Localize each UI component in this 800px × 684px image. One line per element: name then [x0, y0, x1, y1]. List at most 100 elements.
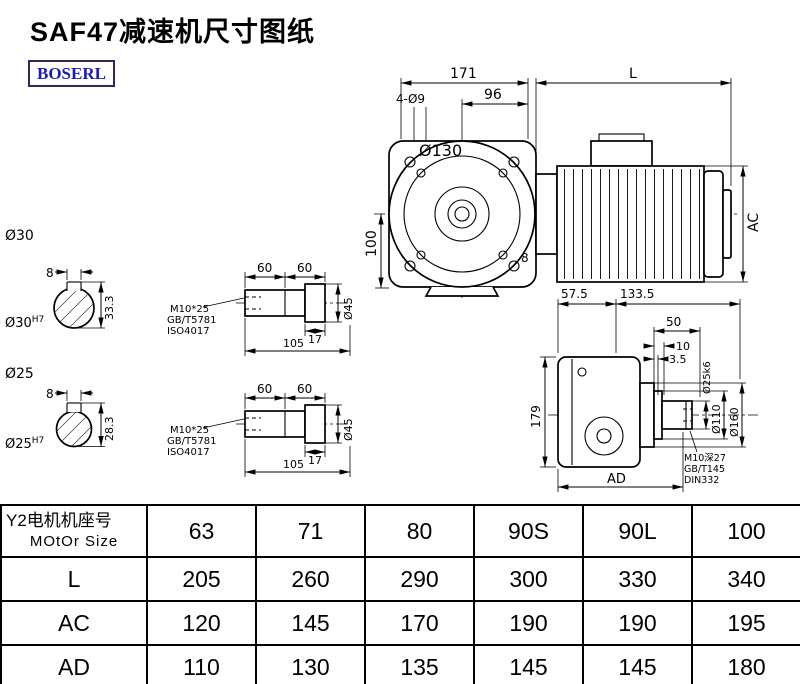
motor-size-cell: 100 — [691, 504, 800, 558]
flange-dia-label: Ø130 — [419, 141, 462, 160]
row-label: L — [0, 556, 148, 602]
table-cell: 190 — [582, 600, 693, 646]
dim-ac-label: AC — [746, 213, 762, 232]
shaft-a-17-label: 17 — [308, 333, 322, 346]
shaft-a-60l-label: 60 — [257, 261, 272, 275]
shaft-dia-label: Ø25k6 — [701, 361, 713, 394]
shaft-a-105-label: 105 — [283, 337, 304, 350]
row-label: AD — [0, 644, 148, 684]
table-cell: 145 — [473, 644, 584, 684]
table-cell: 290 — [364, 556, 475, 602]
shaft-detail-a: 60 60 17 105 Ø45 M10*25 GB/T5781 ISO4017 — [167, 261, 355, 356]
bore-a-keyh-label: 33.3 — [103, 296, 116, 321]
motor-end-cap — [703, 170, 724, 278]
table-cell: 135 — [364, 644, 475, 684]
bore-sections: Ø30 8 33.3 Ø30H7 Ø25 8 28.3 Ø25H7 — [5, 228, 116, 452]
dim-96-label: 96 — [484, 87, 502, 103]
motor-size-cell: 71 — [255, 504, 366, 558]
bore-a-fit-label: Ø30H7 — [5, 315, 44, 331]
side-note1: M10深27 — [684, 453, 726, 464]
holes-callout-label: 4-Ø9 — [396, 92, 425, 106]
flange-circle — [388, 140, 536, 288]
shaft-b-body — [244, 410, 306, 438]
table-row-l: L 205 260 290 300 330 340 — [0, 556, 800, 602]
bore-b-keyh-label: 28.3 — [103, 417, 116, 442]
shaft-b-note1: M10*25 — [170, 425, 209, 436]
side-note2: GB/T145 — [684, 464, 725, 475]
gearbox-foot — [424, 286, 500, 297]
motor-size-cell: 80 — [364, 504, 475, 558]
table-cell: 205 — [146, 556, 257, 602]
shaft-detail-b: 60 60 17 105 Ø45 M10*25 GB/T5781 ISO4017 — [167, 382, 355, 477]
table-row-ad: AD 110 130 135 145 145 180 — [0, 644, 800, 684]
dim-179-label: 179 — [529, 405, 543, 428]
dia-110-label: Ø110 — [710, 404, 723, 434]
bore-b-dia-label: Ø25 — [5, 366, 34, 382]
table-cell: 170 — [364, 600, 475, 646]
dim-8-label: 8 — [521, 251, 529, 265]
table-cell: 300 — [473, 556, 584, 602]
shaft-b-17-label: 17 — [308, 454, 322, 467]
table-cell: 145 — [582, 644, 693, 684]
header-label-en: MOtOr Size — [29, 533, 119, 550]
table-header-row: Y2电机机座号 MOtOr Size 63 71 80 90S 90L 100 — [0, 504, 800, 558]
terminal-box — [590, 140, 653, 167]
motor-size-cell: 90L — [582, 504, 693, 558]
dim-50-label: 50 — [666, 315, 681, 329]
dim-100-label: 100 — [364, 230, 380, 257]
motor-adapter — [535, 173, 558, 255]
table-header-label: Y2电机机座号 MOtOr Size — [0, 504, 148, 558]
shaft-b-60r-label: 60 — [297, 382, 312, 396]
dim-575-label: 57.5 — [561, 287, 588, 301]
shaft-a-60r-label: 60 — [297, 261, 312, 275]
shaft-a-body — [244, 289, 306, 317]
dim-35-label: 3.5 — [669, 353, 687, 366]
output-shaft — [661, 400, 693, 430]
table-cell: 110 — [146, 644, 257, 684]
dim-171-label: 171 — [450, 66, 477, 82]
shaft-b-flange — [304, 404, 326, 444]
gearbox-side-housing — [557, 356, 641, 468]
side-note3: DIN332 — [684, 475, 719, 486]
table-cell: 195 — [691, 600, 800, 646]
shaft-a-note2: GB/T5781 — [167, 315, 217, 326]
dia-160-label: Ø160 — [728, 407, 741, 437]
shaft-b-note3: ISO4017 — [167, 447, 210, 458]
side-view: 57.5 133.5 50 10 3.5 179 Ø25k6 Ø110 Ø160… — [529, 287, 758, 492]
table-cell: 130 — [255, 644, 366, 684]
dim-ad-label: AD — [607, 472, 626, 487]
table-cell: 330 — [582, 556, 693, 602]
table-cell: 145 — [255, 600, 366, 646]
bore-a-dia-label: Ø30 — [5, 228, 34, 244]
bore-b-keyw-label: 8 — [46, 387, 54, 401]
table-cell: 190 — [473, 600, 584, 646]
shaft-b-dia-label: Ø45 — [342, 418, 355, 441]
shaft-b-60l-label: 60 — [257, 382, 272, 396]
table-row-ac: AC 120 145 170 190 190 195 — [0, 600, 800, 646]
shaft-b-note2: GB/T5781 — [167, 436, 217, 447]
table-cell: 260 — [255, 556, 366, 602]
brand-logo: BOSERL — [28, 60, 115, 87]
motor-fins — [560, 169, 701, 279]
dimension-table: Y2电机机座号 MOtOr Size 63 71 80 90S 90L 100 … — [0, 504, 800, 684]
output-flange — [639, 382, 655, 448]
dim-10-label: 10 — [676, 340, 690, 353]
table-cell: 180 — [691, 644, 800, 684]
dim-1335-label: 133.5 — [620, 287, 654, 301]
bore-b-fit-label: Ø25H7 — [5, 436, 44, 452]
page-title: SAF47减速机尺寸图纸 — [30, 17, 316, 47]
front-view: 171 L 96 4-Ø9 Ø130 100 AC 8 — [364, 66, 762, 298]
shaft-a-dia-label: Ø45 — [342, 297, 355, 320]
technical-drawing: 171 L 96 4-Ø9 Ø130 100 AC 8 Ø30 8 33.3 Ø… — [5, 66, 762, 492]
bore-a-keyw-label: 8 — [46, 266, 54, 280]
table-cell: 340 — [691, 556, 800, 602]
row-label: AC — [0, 600, 148, 646]
shaft-a-note1: M10*25 — [170, 304, 209, 315]
motor-size-cell: 90S — [473, 504, 584, 558]
table-cell: 120 — [146, 600, 257, 646]
header-label-cn: Y2电机机座号 — [6, 511, 112, 530]
dim-l-label: L — [629, 66, 637, 82]
motor-size-cell: 63 — [146, 504, 257, 558]
shaft-b-105-label: 105 — [283, 458, 304, 471]
